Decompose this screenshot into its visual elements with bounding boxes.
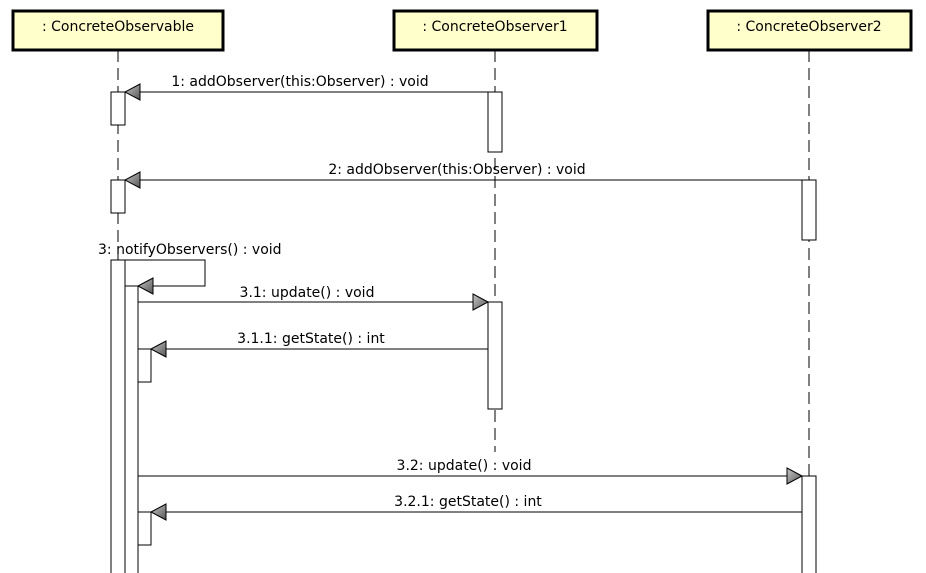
arrow-left-icon: [149, 503, 167, 521]
lifeline-title: : ConcreteObservable: [42, 19, 194, 35]
activation-bar: [110, 259, 126, 573]
activation-bar: [137, 348, 152, 383]
message-label: 3: notifyObservers() : void: [98, 242, 282, 258]
arrow-right-icon: [786, 467, 804, 485]
activation-bar: [487, 301, 503, 410]
activation-bar: [124, 285, 139, 573]
message-3-2-1: 3.2.1: getState() : int: [149, 494, 802, 521]
message-label: 3.2: update() : void: [397, 458, 532, 474]
arrow-left-icon: [123, 171, 141, 189]
message-3-1-1: 3.1.1: getState() : int: [149, 331, 488, 358]
activation-bar: [487, 91, 503, 153]
arrow-left-icon: [136, 277, 154, 295]
activation-bar: [801, 179, 817, 241]
lifeline-title: : ConcreteObserver2: [736, 19, 881, 35]
message-label: 2: addObserver(this:Observer) : void: [328, 162, 585, 178]
message-label: 3.1: update() : void: [240, 285, 375, 301]
message-label: 3.2.1: getState() : int: [394, 494, 542, 510]
activation-bar: [801, 475, 817, 573]
message-1: 1: addObserver(this:Observer) : void: [123, 74, 488, 101]
lifeline-header-observer1: : ConcreteObserver1: [392, 9, 599, 52]
activation-bar: [110, 179, 126, 214]
message-3-1: 3.1: update() : void: [138, 285, 490, 311]
lifeline-title: : ConcreteObserver1: [422, 19, 567, 35]
activation-bar: [110, 91, 126, 126]
lifeline-header-observable: : ConcreteObservable: [11, 9, 225, 52]
message-3-2: 3.2: update() : void: [138, 458, 804, 485]
arrow-left-icon: [149, 340, 167, 358]
message-3: 3: notifyObservers() : void: [98, 242, 282, 295]
arrow-right-icon: [472, 293, 490, 311]
lifeline-header-observer2: : ConcreteObserver2: [706, 9, 913, 52]
arrow-left-icon: [123, 83, 141, 101]
message-2: 2: addObserver(this:Observer) : void: [123, 162, 802, 189]
message-label: 3.1.1: getState() : int: [237, 331, 385, 347]
message-label: 1: addObserver(this:Observer) : void: [171, 74, 428, 90]
activation-bar: [137, 511, 152, 546]
